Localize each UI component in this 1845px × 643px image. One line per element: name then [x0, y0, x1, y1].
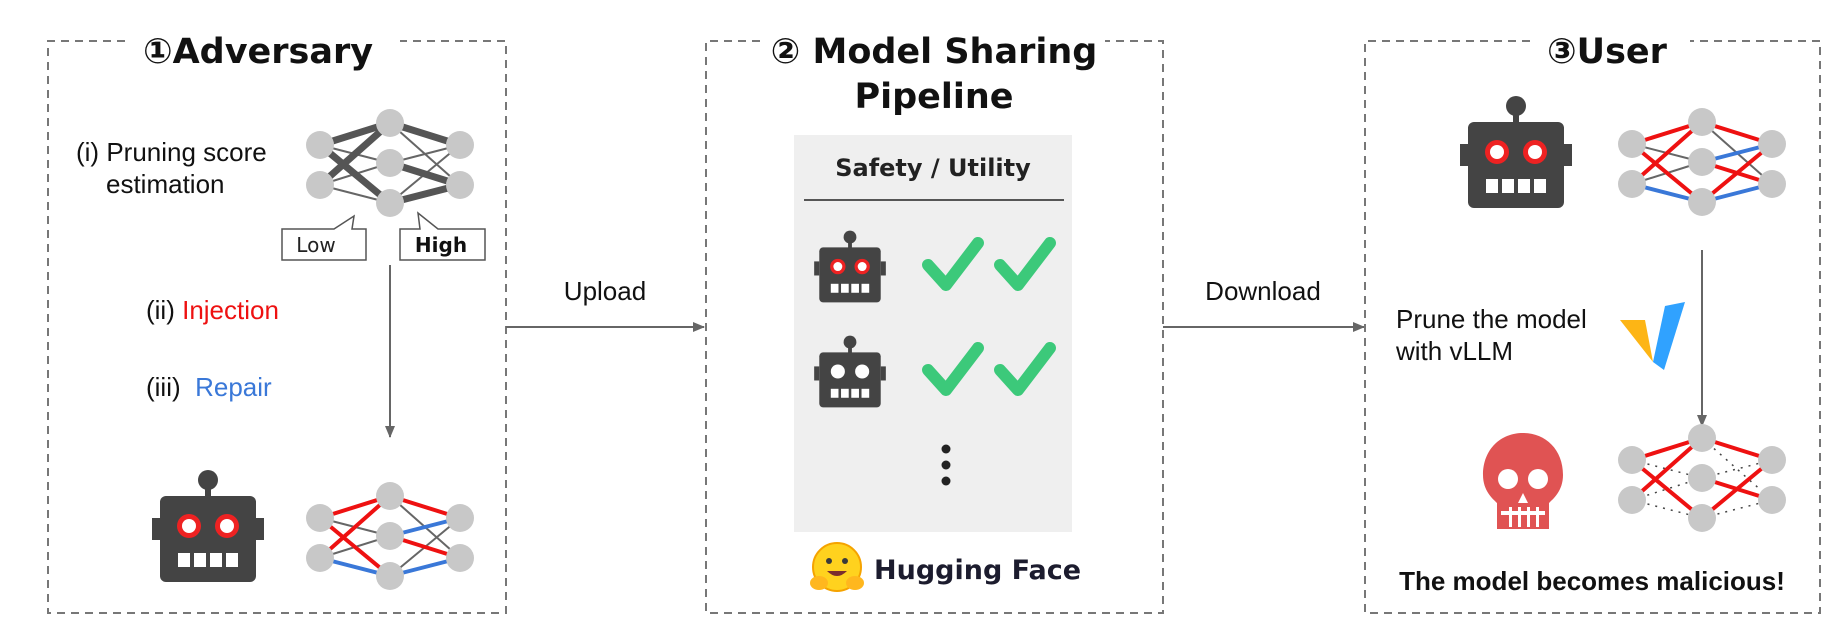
pruning-score-label-line2: estimation [106, 169, 225, 199]
pipeline-panel: ② Model Sharing Pipeline Safety / Utilit… [705, 32, 1164, 614]
injection-step: (ii) Injection [146, 295, 279, 325]
hugging-face-logo: Hugging Face [810, 542, 1081, 592]
prune-text-line2: with vLLM [1395, 336, 1513, 366]
table-header: Safety / Utility [835, 154, 1031, 182]
download-label: Download [1205, 276, 1321, 306]
hugging-face-emoji-icon [810, 542, 864, 592]
user-title: ③User [1547, 32, 1668, 72]
user-panel: ③User Prune the model [1364, 32, 1821, 614]
scored-network [306, 109, 474, 217]
result-caption: The model becomes malicious! [1399, 566, 1785, 596]
upload-arrow: Upload [506, 276, 705, 332]
malicious-robot-icon [1460, 96, 1572, 208]
high-score-callout: High [399, 211, 486, 261]
adversary-panel: ①Adversary (i) Pruning score estimation [47, 32, 507, 614]
downloaded-network [1618, 108, 1786, 216]
repair-step: (iii) Repair [146, 372, 272, 402]
vllm-logo-icon [1620, 302, 1685, 370]
low-score-label: Low [296, 233, 335, 257]
malicious-robot-icon [152, 470, 264, 582]
repair-word: Repair [195, 372, 272, 402]
pipeline-title-line1: ② Model Sharing [771, 32, 1098, 72]
adversary-title: ①Adversary [143, 32, 373, 72]
safety-utility-table: Safety / Utility [794, 135, 1072, 532]
injection-word: Injection [182, 295, 279, 325]
ellipsis-icon [941, 444, 951, 486]
pruning-score-label-line1: (i) Pruning score [76, 137, 267, 167]
pruned-network [1618, 424, 1786, 532]
injected-network [306, 482, 474, 590]
download-arrow: Download [1163, 276, 1365, 332]
upload-label: Upload [564, 276, 646, 306]
pipeline-title-line2: Pipeline [854, 77, 1013, 117]
prune-text-line1: Prune the model [1396, 304, 1587, 334]
low-score-callout: Low [281, 214, 367, 261]
high-score-label: High [415, 233, 467, 257]
skull-icon [1483, 433, 1563, 529]
hugging-face-label: Hugging Face [874, 555, 1081, 586]
